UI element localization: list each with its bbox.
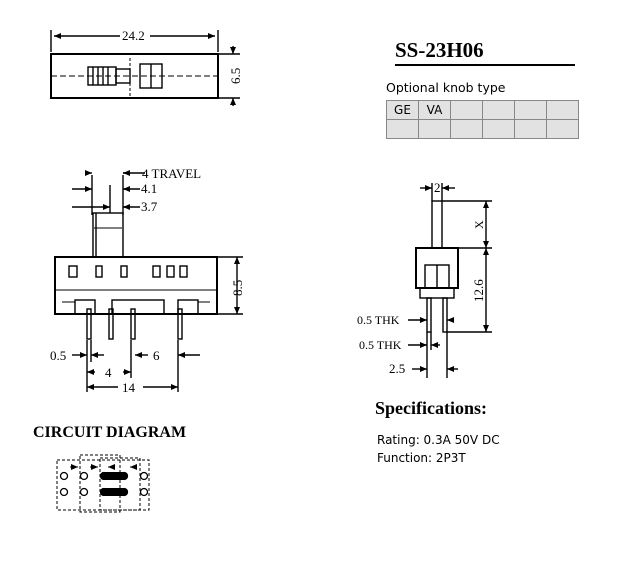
knob-type-table: GE VA [386,100,579,139]
spec-rating: Rating: 0.3A 50V DC [377,433,500,447]
dim-3-7: 3.7 [141,199,158,214]
dim-4-1: 4.1 [141,181,157,196]
knob-value-cell [450,119,483,139]
knob-value-cell [418,119,451,139]
knob-value-cell [546,119,579,139]
top-view [50,30,240,106]
end-view [408,183,492,378]
knob-table-value-row [386,119,579,139]
dim-6-5: 6.5 [228,68,243,84]
circuit-diagram [56,454,150,513]
circuit-diagram-title: CIRCUIT DIAGRAM [33,424,187,441]
dim-8-5: 8.5 [230,280,245,296]
dim-2: 2 [434,180,441,195]
dim-thk-upper: 0.5 THK [357,313,400,327]
part-number-title: SS-23H06 [395,38,575,66]
spec-function: Function: 2P3T [377,451,466,465]
dim-2-5: 2.5 [389,361,405,376]
knob-cell-empty [546,100,579,120]
dim-4: 4 [105,365,112,380]
knob-type-label: Optional knob type [386,80,506,95]
dim-24-2: 24.2 [122,28,145,43]
side-view [54,170,243,392]
dim-12-6: 12.6 [471,279,486,302]
knob-value-cell [482,119,515,139]
specifications-title: Specifications: [375,398,487,418]
dim-14: 14 [122,380,136,395]
dim-thk-lower: 0.5 THK [359,338,402,352]
dim-6: 6 [153,348,160,363]
knob-cell-ge: GE [386,100,419,120]
knob-value-cell [514,119,547,139]
dim-0-5: 0.5 [50,348,66,363]
knob-value-cell [386,119,419,139]
knob-cell-empty [514,100,547,120]
dim-travel: 4 TRAVEL [142,166,201,181]
dim-x: X [472,220,486,229]
